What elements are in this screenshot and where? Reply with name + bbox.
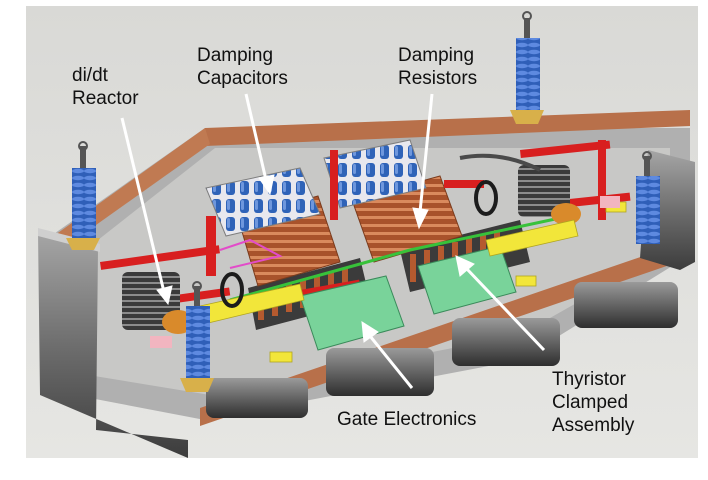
label-line: Damping [398,45,475,66]
green-wire [229,216,561,302]
callout-arrows [120,93,546,389]
insulator-front-middle [180,281,214,392]
didt-reactor-core-right [551,203,581,225]
label-line: Resistors [398,68,478,89]
copper-rail-back [205,110,690,146]
arrow-didt-reactor [120,117,166,293]
label-thyristor-clamped-assembly: Thyristor Clamped Assembly [552,368,634,437]
label-line: Clamped [552,392,629,413]
arrow-thyristor-assembly [464,266,546,352]
arrow-gate-electronics [368,335,414,389]
label-damping-resistors: Damping Resistors [398,44,477,90]
gate-electronics-board-right [417,245,517,315]
label-didt-reactor: di/dt Reactor [72,64,139,110]
didt-reactor-coil-right [518,165,570,217]
label-line: Capacitors [197,68,288,89]
cable-loop-1 [220,272,244,308]
front-block-1 [206,378,308,418]
cable-loop-2 [474,180,498,216]
red-busbars [100,140,631,308]
label-damping-capacitors: Damping Capacitors [197,44,288,90]
label-line: Damping [197,45,274,66]
pink-connector-1 [150,336,172,348]
insulator-right [636,151,660,244]
damping-capacitors-left [205,167,321,237]
insulator-back-right [510,11,544,124]
cable-3 [459,153,541,172]
label-line: di/dt [72,65,108,86]
pink-connector-2 [600,196,620,208]
front-block-4 [574,282,678,328]
copper-rail-front [200,240,690,426]
arrow-damping-resistors [418,93,434,213]
label-line: Assembly [552,415,635,436]
label-line: Thyristor [552,369,626,390]
front-block-3 [452,318,560,366]
label-gate-electronics: Gate Electronics [337,408,476,431]
left-end-rail [38,232,188,458]
arrow-damping-capacitors [244,93,268,181]
label-line: Gate Electronics [337,409,477,430]
insulator-front-left [66,141,100,250]
label-line: Reactor [72,88,139,109]
front-block-2 [326,348,434,396]
magenta-wire [219,238,283,269]
